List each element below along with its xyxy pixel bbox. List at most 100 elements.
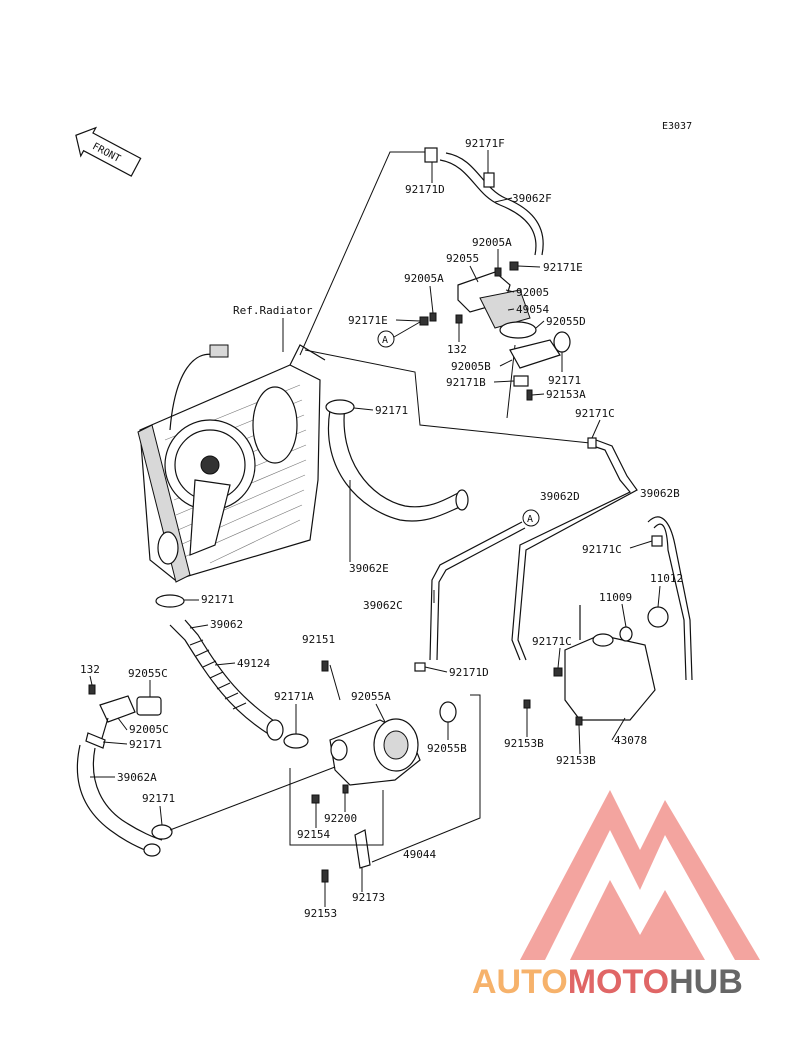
hose-39062B-edge	[653, 523, 687, 681]
label-49124: 49124	[237, 657, 270, 670]
radiator-cap-housing	[252, 386, 298, 464]
label-92171E-left: 92171E	[348, 314, 388, 327]
pipe-39062C	[429, 521, 523, 661]
bracket-92173	[354, 829, 371, 869]
watermark-auto: AUTO	[472, 963, 568, 1001]
o-ring-92055C	[136, 696, 162, 716]
label-92055A: 92055A	[351, 690, 391, 703]
bracket-lines-49044	[371, 694, 481, 863]
fitting-92005A-left	[429, 312, 437, 322]
label-39062E: 39062E	[349, 562, 389, 575]
label-92153: 92153	[304, 907, 337, 920]
leader-thermostat-to-radiator	[299, 151, 425, 356]
pipe-39062C-edge	[436, 527, 526, 661]
callout-a-mid: A	[522, 509, 540, 527]
clamp-92171E-right	[509, 261, 519, 271]
hose-39062F-edge	[445, 152, 544, 256]
thermostat-cover-92005B	[509, 339, 561, 369]
hose-39062E	[327, 409, 466, 522]
hose-39062D	[511, 444, 631, 661]
bolt-92153	[321, 869, 329, 883]
thermostat-49054	[479, 289, 531, 329]
label-leaders	[89, 150, 661, 907]
label-39062B: 39062B	[640, 487, 680, 500]
thermostat-housing-group	[419, 261, 571, 401]
watermark-hub: HUB	[669, 963, 743, 1001]
bolt-132-top	[455, 314, 463, 324]
label-92171-bottom: 92171	[142, 792, 175, 805]
hose-49124-ribs	[189, 639, 247, 710]
fan-connector	[209, 344, 229, 358]
label-92005B: 92005B	[451, 360, 491, 373]
bolt-92153B-left	[523, 699, 531, 709]
automotohub-watermark: AUTOMOTOHUB	[472, 790, 760, 1001]
clamp-92171-bottom	[151, 824, 173, 840]
fitting-92005A-top	[494, 267, 502, 277]
watermark-triangle-logo	[520, 790, 760, 960]
hose-39062A-end	[143, 843, 161, 857]
label-92171A: 92171A	[274, 690, 314, 703]
label-92055B: 92055B	[427, 742, 467, 755]
hose-39062A	[76, 744, 151, 853]
label-49054: 49054	[516, 303, 549, 316]
reservoir-cap-11012	[647, 606, 669, 628]
label-92154: 92154	[297, 828, 330, 841]
clamp-92171C-tank	[553, 667, 563, 677]
hose-39062B	[647, 516, 693, 681]
clamp-92171E-left	[419, 316, 429, 326]
label-132-left: 132	[80, 663, 100, 676]
label-92153B-left: 92153B	[504, 737, 544, 750]
label-39062A: 39062A	[117, 771, 157, 784]
radiator-filler-neck	[289, 344, 326, 366]
bolt-92151	[321, 660, 329, 672]
label-43078: 43078	[614, 734, 647, 747]
reservoir-body	[564, 634, 656, 721]
leader-92151	[329, 664, 341, 701]
clamp-92171-low	[155, 594, 185, 608]
label-92171E-right: 92171E	[543, 261, 583, 274]
bracket-lines-92154	[289, 768, 384, 846]
svg-text:A: A	[382, 335, 388, 346]
label-92200: 92200	[324, 812, 357, 825]
o-ring-92055D	[499, 321, 537, 339]
label-92055C: 92055C	[128, 667, 168, 680]
label-92151: 92151	[302, 633, 335, 646]
label-92171B: 92171B	[446, 376, 486, 389]
label-39062: 39062	[210, 618, 243, 631]
clamp-92171D-top	[424, 147, 438, 163]
watermark-moto: MOTO	[568, 963, 669, 1001]
label-92153B-right: 92153B	[556, 754, 596, 767]
o-ring-92055B	[439, 701, 457, 723]
water-pump-impeller	[383, 730, 409, 760]
fan-hub	[200, 455, 220, 475]
label-92171C-tank: 92171C	[532, 635, 572, 648]
label-92005C: 92005C	[129, 723, 169, 736]
fitting-92005C	[99, 695, 136, 723]
callout-a-top: A	[377, 321, 421, 348]
label-92171-low: 92171	[201, 593, 234, 606]
label-92005A-left: 92005A	[404, 272, 444, 285]
hose-39062E-end	[455, 489, 469, 511]
clamp-92171A	[283, 733, 309, 749]
label-92171C-mid: 92171C	[582, 543, 622, 556]
clamp-92171-left	[85, 732, 106, 749]
label-92171C-top: 92171C	[575, 407, 615, 420]
reservoir-tank-43078	[523, 605, 669, 726]
label-92055D: 92055D	[546, 315, 586, 328]
leader-39062A-to-pump	[169, 766, 336, 831]
hose-49124	[169, 624, 271, 736]
label-92005A-top: 92005A	[472, 236, 512, 249]
bolt-92154	[311, 794, 320, 804]
svg-text:A: A	[527, 514, 533, 525]
watermark-text: AUTOMOTOHUB	[472, 963, 743, 1001]
label-92171D-top: 92171D	[405, 183, 445, 196]
radiator-lower-outlet	[157, 531, 179, 565]
water-pump-inlet	[330, 739, 348, 761]
clamp-92171C-mid	[651, 535, 663, 547]
clamp-92171F	[483, 172, 495, 188]
fan-motor-bracket	[189, 479, 231, 556]
watermark-triangle-inner	[570, 880, 705, 960]
front-direction-arrow: FRONT	[75, 126, 142, 177]
diagram-code: E3037	[662, 121, 692, 132]
